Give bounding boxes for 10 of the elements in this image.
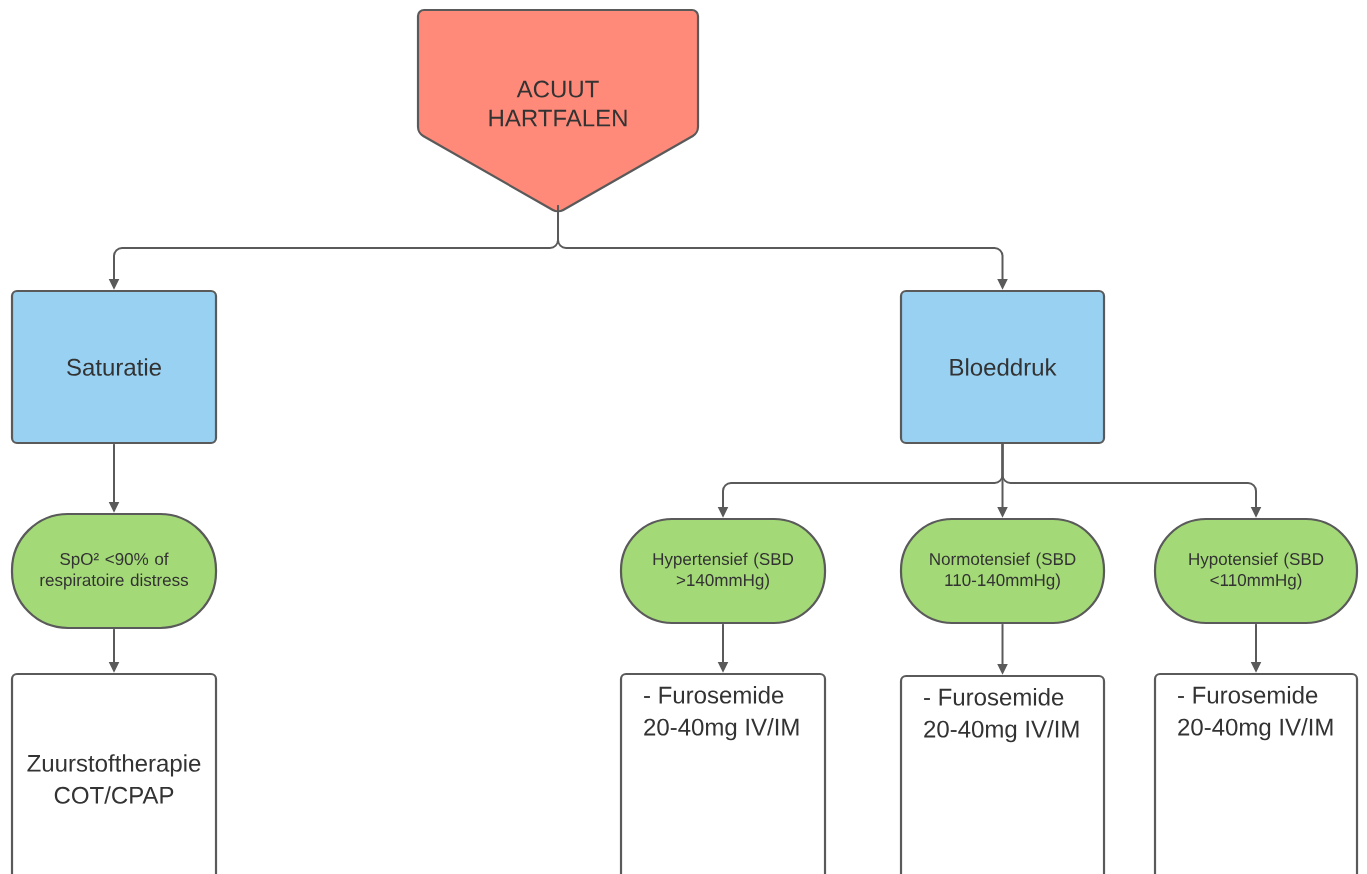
process-box: Saturatie [10,289,218,445]
rounded-terminal: Hypotensief (SBD <110mmHg) [1153,517,1359,625]
text-box: - Furosemide 20-40mg IV/IM [619,672,827,874]
text-box: Zuurstoftherapie COT/CPAP [10,672,218,874]
text-box: - Furosemide 20-40mg IV/IM [899,674,1106,874]
rounded-terminal: Hypertensief (SBD >140mmHg) [619,517,827,625]
process-box: Bloeddruk [899,289,1106,445]
text-box: - Furosemide 20-40mg IV/IM [1153,672,1359,874]
rounded-terminal: Normotensief (SBD 110-140mmHg) [899,517,1106,625]
rounded-terminal: SpO² <90% of respiratoire distress [10,512,218,630]
